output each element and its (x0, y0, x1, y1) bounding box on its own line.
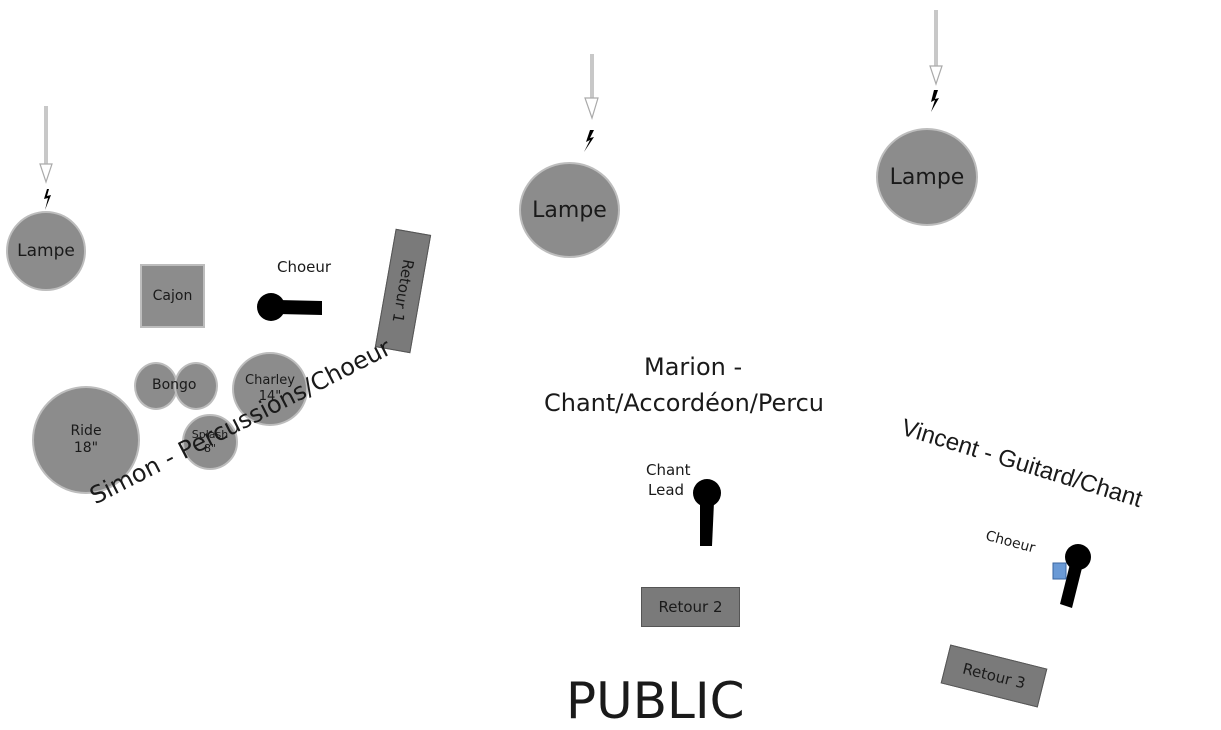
light-arrow-center (584, 54, 599, 152)
splash-label: Splash (191, 428, 229, 441)
monitor-retour-3: Retour 3 (940, 644, 1048, 708)
mic-label-vincent: Choeur (983, 528, 1037, 557)
mic-icon-simon (257, 293, 322, 321)
bongo-right (174, 362, 218, 410)
charley-size: 14" (258, 389, 282, 404)
mic-label-marion-line2: Lead (648, 481, 685, 499)
ride: Ride 18" (32, 386, 140, 494)
lamp-right: Lampe (876, 128, 978, 226)
cajon: Cajon (140, 264, 205, 328)
mic-icon-vincent (1052, 544, 1091, 608)
audience-label: PUBLIC (566, 672, 745, 730)
monitor-label: Retour 1 (388, 257, 418, 325)
ride-size: 18" (73, 440, 99, 456)
splash: Splash 8" (182, 414, 238, 470)
lamp-label: Lampe (17, 241, 75, 261)
light-arrow-right (929, 10, 943, 112)
monitor-label: Retour 2 (658, 598, 723, 616)
lamp-label: Lampe (532, 197, 607, 223)
lamp-label: Lampe (889, 164, 965, 190)
cajon-label: Cajon (152, 288, 193, 304)
power-icon (44, 189, 51, 210)
power-icon (584, 130, 594, 152)
lamp-center: Lampe (519, 162, 620, 258)
performer-marion-line1: Marion - (644, 353, 743, 381)
mic-label-simon: Choeur (277, 258, 332, 276)
performer-marion-line2: Chant/Accordéon/Percu (544, 389, 825, 417)
power-icon (931, 90, 939, 112)
mic-icon-marion (693, 479, 721, 546)
monitor-label: Retour 3 (960, 659, 1028, 693)
bongo-left (134, 362, 178, 410)
lamp-left: Lampe (6, 211, 86, 291)
charley: Charley 14" (232, 352, 308, 426)
bongo-label: Bongo (152, 377, 197, 393)
monitor-retour-2: Retour 2 (641, 587, 740, 627)
splash-size: 8" (203, 442, 217, 455)
charley-label: Charley (245, 373, 295, 388)
mic-label-marion-line1: Chant (646, 461, 691, 479)
pickup-square (1052, 562, 1067, 580)
light-arrow-left (39, 106, 53, 210)
ride-label: Ride (70, 423, 102, 439)
performer-vincent: Vincent - Guitard/Chant (898, 414, 1146, 514)
